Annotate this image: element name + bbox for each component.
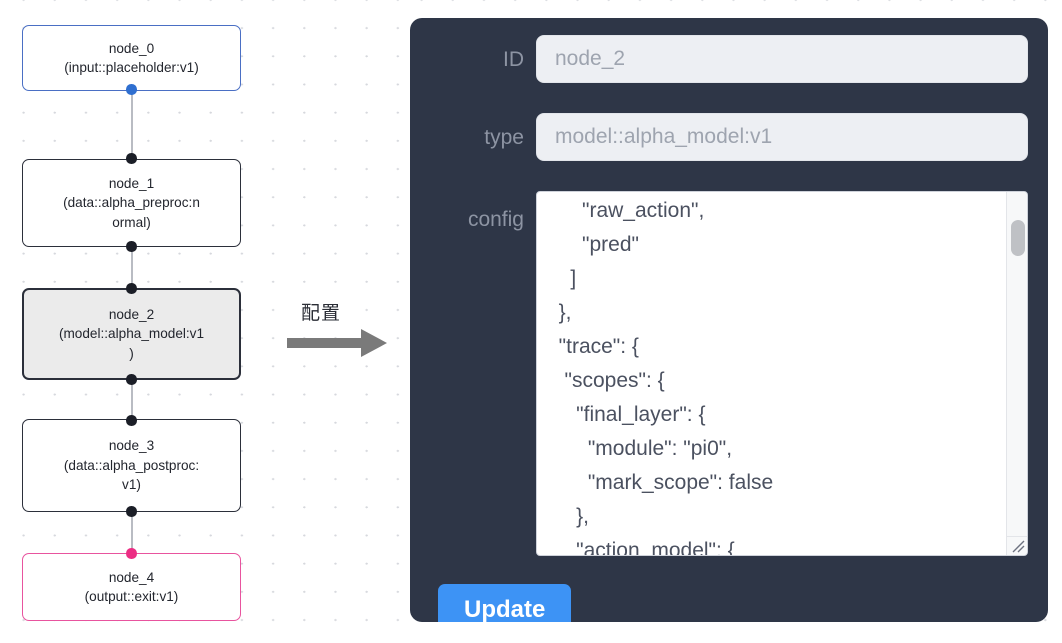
- node-id-label: node_0: [108, 40, 155, 56]
- type-field-label: type: [484, 126, 524, 149]
- node-id-label: node_2: [108, 306, 155, 322]
- node-type-label: (output::exit:v1): [84, 589, 179, 604]
- handle-node2-output[interactable]: [126, 374, 137, 385]
- edge-node0-node1: [130, 89, 133, 161]
- graph-node-node_1[interactable]: node_1 (data::alpha_preproc:n ormal): [22, 159, 241, 247]
- handle-node3-input[interactable]: [126, 415, 137, 426]
- field-row-id: ID node_2: [438, 35, 1028, 83]
- handle-node1-output[interactable]: [126, 241, 137, 252]
- graph-canvas[interactable]: node_0 (input::placeholder:v1) node_1 (d…: [0, 0, 404, 643]
- id-input[interactable]: node_2: [536, 35, 1028, 83]
- type-input[interactable]: model::alpha_model:v1: [536, 113, 1028, 161]
- config-scrollbar[interactable]: [1006, 192, 1027, 539]
- handle-node4-input[interactable]: [126, 548, 137, 559]
- arrow-right-icon: [287, 329, 387, 357]
- config-field-label: config: [467, 208, 524, 231]
- node-type-label: (data::alpha_preproc:n ormal): [63, 195, 200, 230]
- edge-node2-node3: [130, 378, 133, 421]
- edge-node1-node2: [130, 245, 133, 290]
- node-type-label: (input::placeholder:v1): [64, 60, 199, 75]
- edge-node3-node4: [130, 510, 133, 555]
- handle-node1-input[interactable]: [126, 153, 137, 164]
- resize-handle-icon[interactable]: [1006, 536, 1027, 555]
- annotation-label: 配置: [301, 302, 342, 324]
- update-button[interactable]: Update: [438, 584, 572, 622]
- config-textarea[interactable]: "raw_action", "pred" ] }, "trace": { "sc…: [558, 199, 774, 556]
- handle-node0-output[interactable]: [126, 84, 137, 95]
- node-id-label: node_1: [108, 175, 155, 191]
- field-row-type: type model::alpha_model:v1: [438, 113, 1028, 161]
- config-scrollbar-thumb[interactable]: [1010, 220, 1025, 256]
- field-row-config: config "raw_action", "pred" ] }, "trace"…: [438, 191, 1028, 556]
- graph-node-node_2[interactable]: node_2 (model::alpha_model:v1 ): [22, 288, 241, 380]
- node-id-label: node_4: [108, 569, 155, 585]
- annotation-arrow-group: 配置: [287, 298, 399, 360]
- node-id-label: node_3: [108, 438, 155, 454]
- handle-node3-output[interactable]: [126, 506, 137, 517]
- graph-node-node_3[interactable]: node_3 (data::alpha_postproc: v1): [22, 419, 241, 512]
- graph-node-node_0[interactable]: node_0 (input::placeholder:v1): [22, 25, 241, 91]
- node-type-label: (model::alpha_model:v1 ): [58, 326, 205, 361]
- config-textarea-wrapper[interactable]: "raw_action", "pred" ] }, "trace": { "sc…: [536, 191, 1028, 556]
- node-type-label: (data::alpha_postproc: v1): [63, 457, 200, 493]
- id-field-label: ID: [503, 48, 524, 71]
- handle-node2-input[interactable]: [126, 283, 137, 294]
- graph-node-node_4[interactable]: node_4 (output::exit:v1): [22, 553, 241, 621]
- node-config-panel: ID node_2 type model::alpha_model:v1 con…: [410, 18, 1048, 622]
